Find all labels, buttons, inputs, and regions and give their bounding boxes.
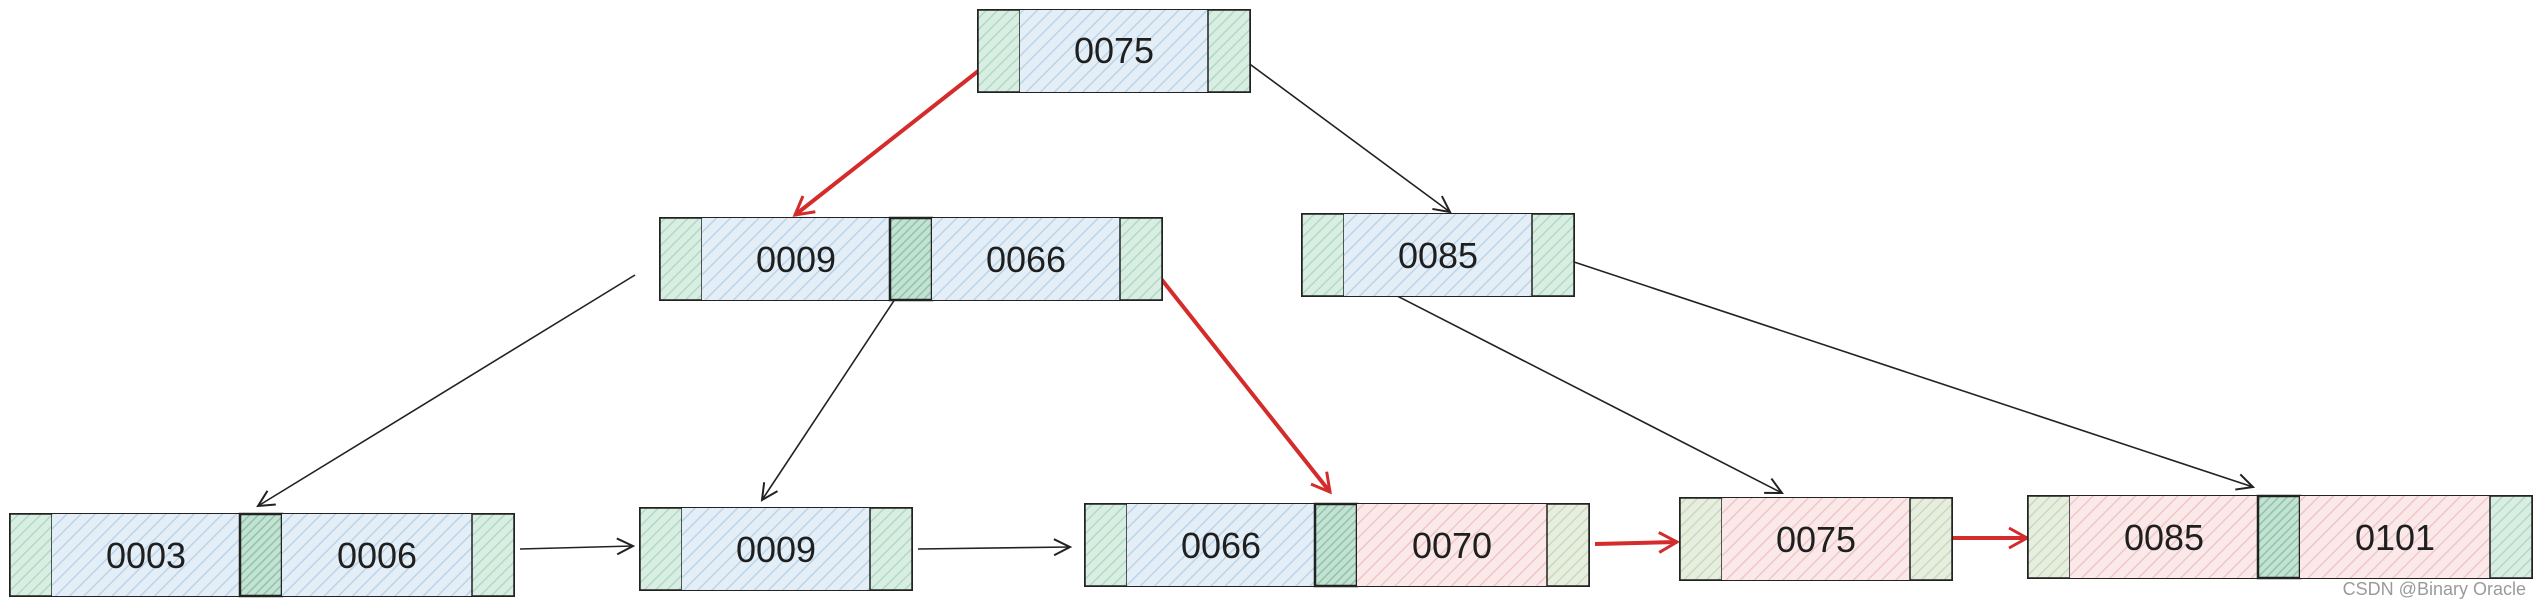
edge-internal-right-to-leaf-5 xyxy=(1552,254,2253,487)
edges xyxy=(258,47,2253,554)
edge-internal-left-to-leaf-1 xyxy=(258,274,636,506)
node-key: 0066 xyxy=(986,239,1066,280)
edge-leaf-2-to-leaf-3 xyxy=(917,547,1070,549)
edge-leaf-1-to-leaf-2 xyxy=(519,546,633,549)
edge-internal-left-to-leaf-3 xyxy=(1141,254,1332,495)
node-key: 0085 xyxy=(1398,235,1478,276)
leaf-node-1: 0003 0006 xyxy=(9,512,515,598)
key-cell xyxy=(52,514,240,596)
edge-root-to-internal-right xyxy=(1227,47,1450,212)
node-key: 0075 xyxy=(1776,519,1856,560)
pointer-cell xyxy=(869,507,913,591)
node-key: 0003 xyxy=(106,535,186,576)
pointer-cell xyxy=(9,513,53,597)
edge-root-to-internal-left xyxy=(792,48,1007,217)
pointer-cell xyxy=(1207,9,1251,93)
node-key: 0009 xyxy=(736,529,816,570)
edge-leaf-3-to-leaf-4 xyxy=(1594,531,1681,554)
key-cell xyxy=(932,218,1120,300)
pointer-cell xyxy=(1119,217,1163,301)
node-key: 0075 xyxy=(1074,30,1154,71)
key-cell xyxy=(682,508,870,590)
pointer-cell xyxy=(639,507,683,591)
pointer-cell xyxy=(1531,213,1575,297)
key-cell xyxy=(1127,504,1315,586)
pointer-cell xyxy=(1084,503,1128,587)
pointer-cell xyxy=(888,216,934,302)
pointer-cell xyxy=(1301,213,1345,297)
leaf-node-4: 0075 xyxy=(1679,497,1953,581)
root-node: 0075 xyxy=(977,9,1251,93)
key-cell xyxy=(2300,496,2490,578)
node-key: 0009 xyxy=(756,239,836,280)
node-key: 0006 xyxy=(337,535,417,576)
key-cell xyxy=(1357,504,1547,586)
pointer-cell xyxy=(977,9,1021,93)
key-cell xyxy=(1344,214,1532,296)
key-cell xyxy=(702,218,890,300)
node-key: 0070 xyxy=(1412,525,1492,566)
leaf-node-2: 0009 xyxy=(639,507,913,591)
watermark: CSDN @Binary Oracle xyxy=(2342,579,2526,599)
key-cell xyxy=(1722,498,1910,580)
pointer-cell xyxy=(1313,502,1359,588)
key-cell xyxy=(282,514,472,596)
pointer-cell xyxy=(659,217,703,301)
pointer-cell xyxy=(1909,497,1953,581)
pointer-cell xyxy=(2489,495,2533,579)
pointer-cell xyxy=(471,513,515,597)
pointer-cell xyxy=(2256,494,2302,580)
key-cell xyxy=(1020,10,1208,92)
pointer-cell xyxy=(238,512,284,598)
node-key: 0066 xyxy=(1181,525,1261,566)
pointer-cell xyxy=(2027,495,2071,579)
internal-node-left: 0009 0066 xyxy=(659,216,1163,302)
edge-internal-right-to-leaf-4 xyxy=(1322,257,1782,493)
pointer-cell xyxy=(1546,503,1590,587)
internal-node-right: 0085 xyxy=(1301,213,1575,297)
leaf-node-5: 0085 0101 xyxy=(2027,494,2533,580)
key-cell xyxy=(2070,496,2258,578)
leaf-node-3: 0066 0070 xyxy=(1084,502,1590,588)
pointer-cell xyxy=(1679,497,1723,581)
node-key: 0085 xyxy=(2124,517,2204,558)
node-key: 0101 xyxy=(2355,517,2435,558)
edge-internal-left-to-leaf-2 xyxy=(762,271,914,500)
